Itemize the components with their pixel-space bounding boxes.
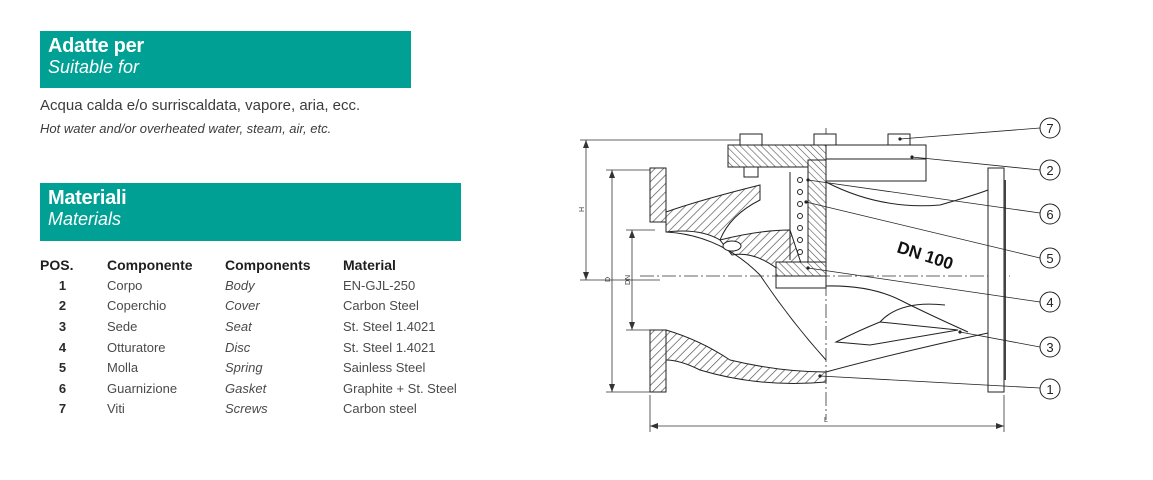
table-row: 3 Sede Seat St. Steel 1.4021 [40, 316, 457, 337]
materials-header-row: POS. Componente Components Material [40, 255, 457, 275]
valve-section-drawing: H D DN L DN 100 [579, 117, 1061, 432]
inlet-flange-lower [649, 329, 667, 393]
inlet-flange [649, 167, 667, 223]
callout-7-label: 7 [1046, 121, 1053, 136]
outlet-flange-face [1004, 180, 1006, 380]
cell-pos: 4 [58, 339, 67, 355]
cell-component: Body [225, 277, 255, 293]
cell-material: St. Steel 1.4021 [343, 339, 436, 355]
materials-heading-it: Materiali [48, 187, 127, 209]
cell-componente: Corpo [107, 277, 143, 293]
cell-material: Graphite + St. Steel [343, 380, 457, 396]
body-section-lower [665, 329, 827, 384]
callout-leader-dots [804, 137, 962, 378]
cell-componente: Sede [107, 318, 138, 334]
callout-6-label: 6 [1046, 207, 1053, 222]
cell-componente: Molla [107, 360, 139, 376]
outlet-flange [987, 167, 1005, 393]
suitable-heading-en: Suitable for [48, 57, 140, 77]
cell-pos: 6 [58, 380, 67, 396]
suitable-text-it: Acqua calda e/o surriscaldata, vapore, a… [40, 97, 361, 114]
callout-4-label: 4 [1046, 295, 1053, 310]
cell-componente: Guarnizione [107, 380, 178, 396]
suitable-heading-it: Adatte per [48, 35, 144, 57]
spring [789, 172, 803, 260]
table-row: 7 Viti Screws Carbon steel [40, 399, 457, 420]
callout-3: 3 [1039, 336, 1061, 358]
cell-component: Disc [225, 339, 251, 355]
suitable-for-banner: Adatte per Suitable for [40, 31, 411, 88]
dim-label-d: D [605, 277, 612, 282]
cell-componente: Coperchio [107, 298, 167, 314]
callout-1-label: 1 [1046, 382, 1053, 397]
callout-2: 2 [1039, 159, 1061, 181]
callout-7: 7 [1039, 117, 1061, 139]
materials-table: POS. Componente Components Material 1 Co… [40, 255, 457, 419]
cell-component: Spring [225, 360, 263, 376]
body-inner-curve [665, 231, 827, 361]
cell-component: Gasket [225, 380, 267, 396]
table-row: 2 Coperchio Cover Carbon Steel [40, 296, 457, 317]
seat [775, 275, 827, 289]
cell-pos: 5 [58, 360, 67, 376]
callout-5: 5 [1039, 247, 1061, 269]
cell-material: Carbon Steel [343, 298, 419, 314]
cell-componente: Otturatore [107, 339, 166, 355]
col-header-pos: POS. [40, 257, 74, 273]
callout-3-label: 3 [1046, 340, 1053, 355]
cell-material: St. Steel 1.4021 [343, 318, 436, 334]
callout-4: 4 [1039, 291, 1061, 313]
cell-componente: Viti [107, 401, 125, 417]
callout-6: 6 [1039, 203, 1061, 225]
col-header-components: Components [225, 257, 311, 273]
cell-pos: 2 [58, 298, 67, 314]
col-header-componente: Componente [107, 257, 193, 273]
size-label: DN 100 [895, 238, 956, 274]
materials-banner: Materiali Materials [40, 183, 461, 241]
cover-plate-right-lower [825, 158, 927, 182]
cell-pos: 1 [58, 277, 67, 293]
stem-guide [807, 159, 827, 271]
materials-heading-en: Materials [48, 209, 122, 229]
table-row: 5 Molla Spring Sainless Steel [40, 357, 457, 378]
cell-material: EN-GJL-250 [343, 277, 416, 293]
cell-component: Cover [225, 298, 260, 314]
dim-label-h: H [579, 207, 586, 212]
body-port [722, 240, 742, 252]
dim-label-dn: DN [625, 275, 632, 285]
cell-pos: 3 [58, 318, 67, 334]
cell-component: Screws [225, 401, 268, 417]
cell-pos: 7 [58, 401, 67, 417]
table-row: 4 Otturatore Disc St. Steel 1.4021 [40, 337, 457, 358]
callout-5-label: 5 [1046, 251, 1053, 266]
cell-component: Seat [225, 318, 252, 334]
col-header-material: Material [343, 257, 396, 273]
cell-material: Sainless Steel [343, 360, 426, 376]
dim-label-l: L [824, 417, 828, 424]
callout-2-label: 2 [1046, 163, 1053, 178]
suitable-text-en: Hot water and/or overheated water, steam… [40, 121, 332, 136]
cell-material: Carbon steel [343, 401, 417, 417]
callout-1: 1 [1039, 378, 1061, 400]
table-row: 6 Guarnizione Gasket Graphite + St. Stee… [40, 378, 457, 399]
dimension-arrows [583, 140, 1004, 429]
callout-leaders [805, 127, 1041, 389]
table-row: 1 Corpo Body EN-GJL-250 [40, 275, 457, 296]
body-exterior-right [825, 181, 989, 373]
body-section-upper [665, 184, 761, 241]
disc [775, 261, 827, 277]
